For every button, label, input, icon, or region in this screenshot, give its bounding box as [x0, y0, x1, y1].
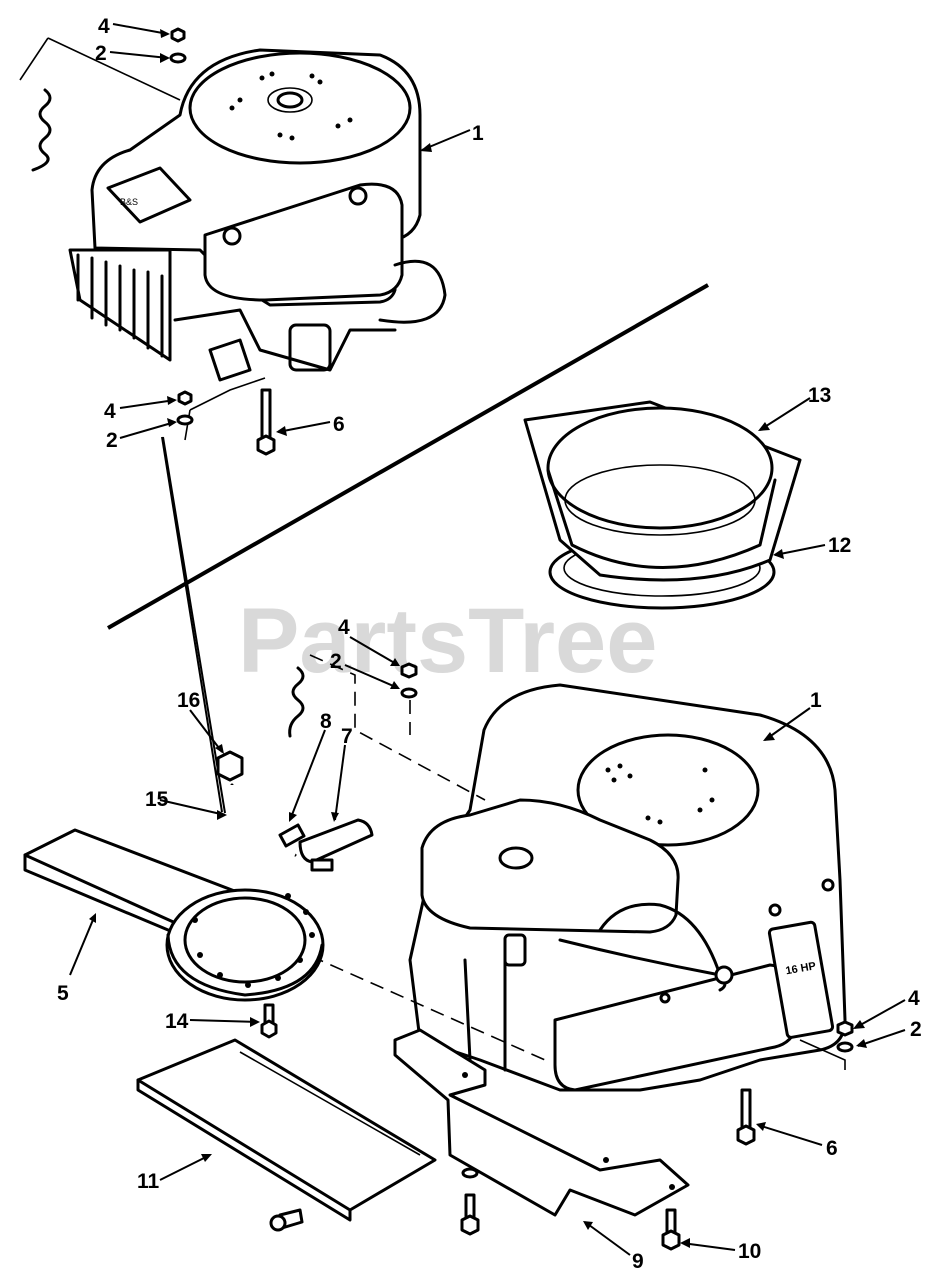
callout-9: 9 [632, 1250, 644, 1273]
callout-low-2: 2 [330, 650, 342, 673]
muffler-bolt-holes [192, 893, 315, 988]
lower-engine-illustration: 16 HP [269, 654, 854, 1146]
callout-13: 13 [808, 384, 831, 407]
cylinder-fins [76, 253, 164, 358]
engine-hp-label: 16 HP [785, 960, 817, 977]
callout-11: 11 [137, 1170, 160, 1193]
lower-top-plate-vents [605, 763, 715, 825]
callout-5: 5 [57, 982, 69, 1005]
callout-16: 16 [177, 689, 200, 712]
top-plate-vents [229, 71, 353, 141]
callout-top-2: 2 [95, 42, 107, 65]
callout-right-2: 2 [910, 1018, 922, 1041]
callout-7: 7 [341, 725, 353, 748]
callout-numbers: 4 2 1 4 2 6 13 12 4 2 16 8 7 1 15 5 14 4… [57, 15, 922, 1273]
callout-low-1: 1 [810, 689, 822, 712]
callout-right-4: 4 [908, 987, 920, 1010]
svg-text:B&S: B&S [120, 197, 138, 207]
callout-low-6: 6 [826, 1137, 838, 1160]
exhaust-parts [23, 750, 690, 1251]
callout-8: 8 [320, 710, 332, 733]
callout-10: 10 [738, 1240, 761, 1263]
callout-12: 12 [828, 534, 851, 557]
callout-top-4: 4 [98, 15, 110, 38]
callout-mid-4: 4 [104, 400, 116, 423]
separator-line [107, 283, 709, 630]
callout-top-1: 1 [472, 122, 484, 145]
callout-leaders [69, 23, 906, 1256]
callout-low-4: 4 [338, 616, 350, 639]
callout-mid-2: 2 [106, 429, 118, 452]
callout-14: 14 [165, 1010, 189, 1033]
callout-15: 15 [145, 788, 169, 811]
watermark-text: PartsTree [238, 590, 657, 692]
air-cleaner-assembly [523, 400, 802, 610]
callout-top-6: 6 [333, 413, 345, 436]
upper-engine-illustration: B&S [19, 27, 447, 456]
